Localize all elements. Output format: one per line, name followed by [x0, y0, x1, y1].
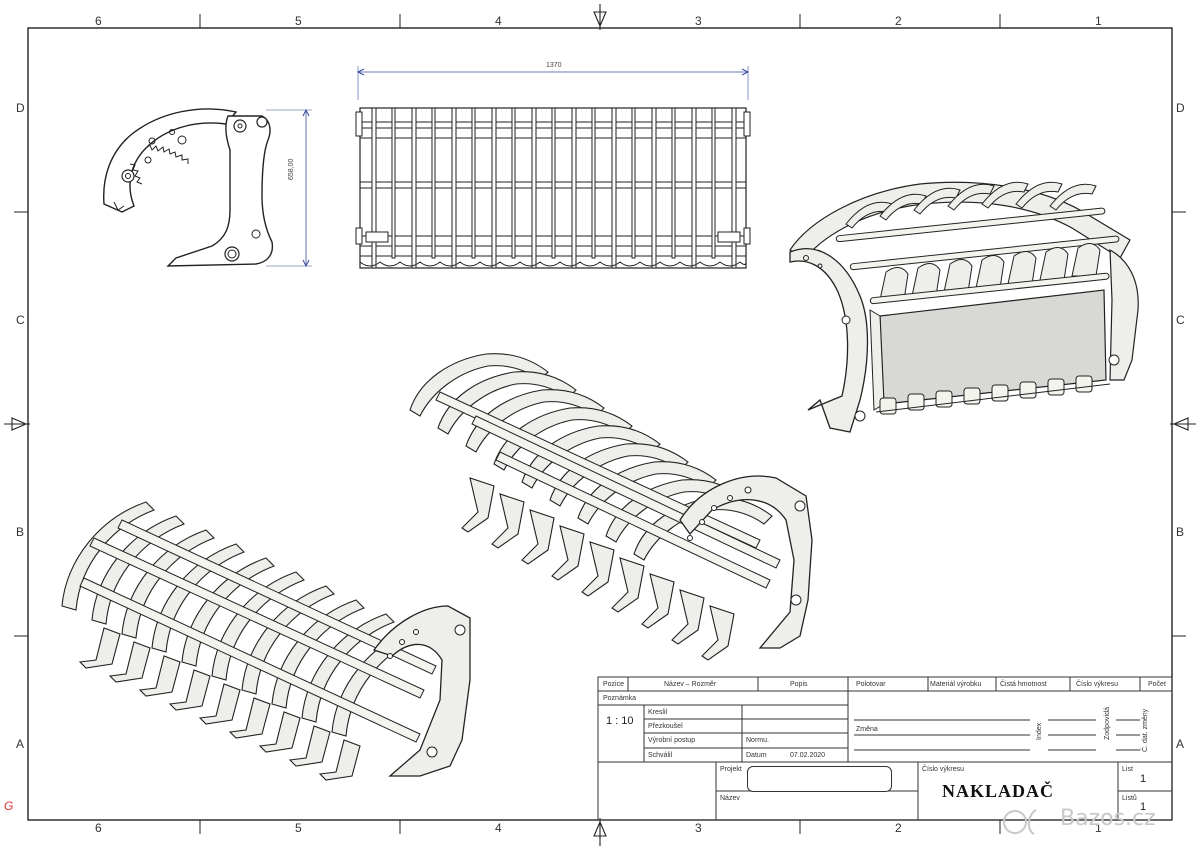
zone-left-B: B: [16, 525, 25, 539]
tb-projekt: Projekt: [720, 766, 742, 773]
zone-top-5: 5: [295, 14, 302, 28]
tb-popis: Popis: [790, 681, 808, 688]
tb-listu-value: 1: [1140, 801, 1147, 813]
zone-bottom-6: 6: [95, 821, 102, 835]
corner-mark: G: [4, 799, 14, 813]
watermark-logo: [1003, 809, 1037, 835]
tb-poznamka: Poznámka: [603, 695, 637, 702]
tb-index: Index: [1036, 722, 1043, 740]
tb-schvalil: Schválil: [648, 752, 673, 759]
tb-cislo-vykresu: Číslo výkresu: [922, 766, 965, 773]
iso-view-center: [409, 353, 813, 661]
zone-bottom-4: 4: [495, 821, 502, 835]
tb-nazev-rozmer: Název – Rozměr: [664, 681, 717, 688]
front-view: [355, 66, 751, 269]
tb-nazev: Název: [720, 795, 740, 802]
tb-cislo-vykresu-col: Číslo výkresu: [1076, 681, 1119, 688]
tb-c-datum: Č. dat. změny: [1142, 708, 1149, 752]
zone-top-3: 3: [695, 14, 702, 28]
tb-vyrobni-postup: Výrobní postup: [648, 737, 696, 744]
tb-material: Materiál výrobku: [930, 681, 982, 688]
tb-zodpovida: Zodpovídá: [1104, 706, 1111, 740]
project-field: [747, 766, 892, 792]
tb-list-value: 1: [1140, 773, 1147, 785]
tb-prezkousel: Přezkoušel: [648, 723, 683, 730]
tb-pozice: Pozice: [603, 681, 625, 688]
zone-bottom-1: 1: [1095, 821, 1102, 835]
tb-datum-label: Datum: [746, 752, 767, 759]
tb-datum: 07.02.2020: [790, 752, 826, 759]
zone-right-B: B: [1176, 525, 1185, 539]
zone-right-C: C: [1176, 313, 1185, 327]
tb-kreslil: Kreslil: [648, 709, 668, 716]
dimension-width: 1370: [546, 62, 562, 69]
side-view: [103, 108, 312, 268]
zone-right-A: A: [1176, 737, 1185, 751]
zone-bottom-2: 2: [895, 821, 902, 835]
zone-right-D: D: [1176, 101, 1185, 115]
zone-left-A: A: [16, 737, 25, 751]
iso-view-back: [789, 181, 1139, 433]
tb-polotovar: Polotovar: [856, 681, 886, 688]
title-block: [597, 676, 1173, 821]
zone-top-4: 4: [495, 14, 502, 28]
tb-list-label: List: [1122, 766, 1133, 773]
zone-left-D: D: [16, 101, 25, 115]
iso-view-front: [61, 501, 471, 781]
zone-left-C: C: [16, 313, 25, 327]
zone-top-6: 6: [95, 14, 102, 28]
tb-cista-hmotnost: Čistá hmotnost: [1000, 681, 1047, 688]
tb-scale: 1 : 10: [606, 715, 634, 727]
zone-bottom-5: 5: [295, 821, 302, 835]
tb-normu: Normu.: [746, 737, 769, 744]
zone-bottom-3: 3: [695, 821, 702, 835]
dimension-height: 658,00: [288, 158, 295, 180]
tb-pocet: Počet: [1148, 681, 1166, 688]
tb-zmena: Změna: [856, 726, 878, 733]
drawing-title: NAKLADAČ: [942, 781, 1055, 801]
zone-top-1: 1: [1095, 14, 1102, 28]
zone-top-2: 2: [895, 14, 902, 28]
tb-listu-label: Listů: [1122, 795, 1137, 802]
watermark-text: Bazos.cz: [1060, 806, 1156, 831]
